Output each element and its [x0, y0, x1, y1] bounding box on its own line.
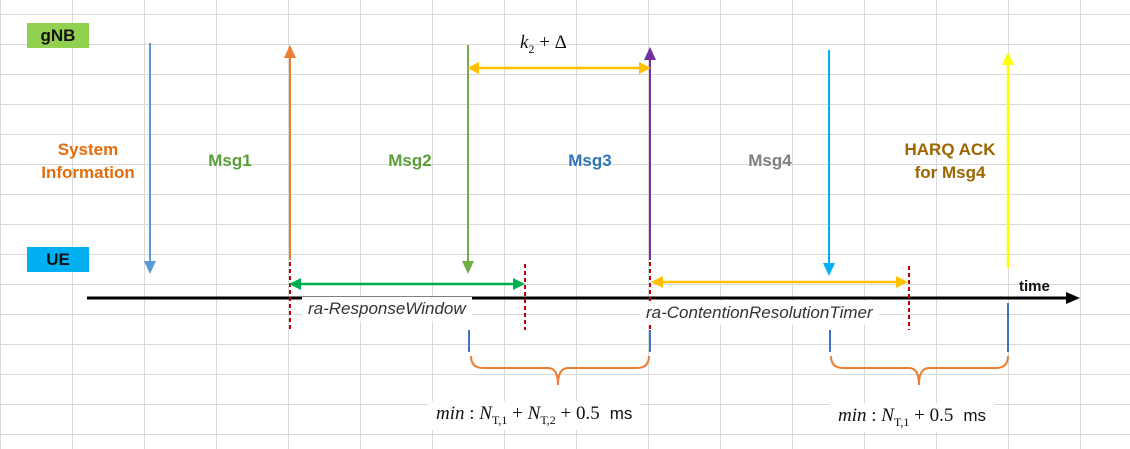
msg-label-harq-ack: HARQ ACK for Msg4 [904, 140, 996, 182]
min1-n-b: N [527, 403, 541, 424]
min2-sep: : [866, 405, 882, 426]
time-axis [87, 292, 1080, 304]
min2-sub-a: T,1 [893, 414, 910, 429]
msg-label-msg1: Msg1 [208, 151, 252, 170]
min1-prefix: min [436, 403, 465, 424]
msg-label-msg2: Msg2 [388, 151, 432, 170]
msg-label-system-information: System Information [41, 140, 135, 182]
min2-tail: + 0.5 [909, 405, 954, 426]
min1-unit: ms [609, 404, 633, 423]
min2-prefix: min [838, 405, 867, 426]
time-axis-label: time [1019, 278, 1050, 295]
msg4-arrow [823, 50, 835, 276]
min1-sub-b: T,2 [540, 412, 556, 427]
msg3-arrow [644, 47, 656, 260]
si-arrow [144, 43, 156, 274]
msg-label-msg4: Msg4 [748, 151, 792, 170]
min1-plus: + [507, 403, 528, 424]
min1-sub-a: T,1 [491, 412, 508, 427]
msg1-arrow [284, 45, 296, 260]
k-symbol: k [520, 32, 529, 53]
min2-n: N [881, 405, 894, 426]
min1-sep: : [464, 403, 480, 424]
msg2-arrow [462, 45, 474, 274]
msg-label-msg3: Msg3 [568, 151, 612, 170]
harq-arrow [1002, 52, 1014, 268]
gnb-label: gNB [27, 23, 89, 48]
min2-unit: ms [963, 406, 987, 425]
brace-right [830, 355, 1009, 386]
min1-tail: + 0.5 [555, 403, 600, 424]
min1-n-a: N [479, 403, 492, 424]
brace-left [470, 355, 650, 386]
contention-resolution-arrow [651, 276, 908, 288]
k-subscript: 2 [528, 41, 535, 56]
tick-marks [468, 303, 1009, 352]
k-rest: + Δ [534, 32, 567, 53]
ue-label: UE [27, 247, 89, 272]
ra-response-window-label: ra-ResponseWindow [302, 297, 472, 321]
response-window-arrow [289, 278, 525, 290]
ra-contention-resolution-timer-label: ra-ContentionResolutionTimer [640, 301, 879, 325]
k2-delta-arrow [467, 62, 651, 74]
k2-delta-formula: k2 + Δ [512, 30, 575, 59]
min-formula-2: min : NT,1 + 0.5 ms [830, 403, 995, 432]
